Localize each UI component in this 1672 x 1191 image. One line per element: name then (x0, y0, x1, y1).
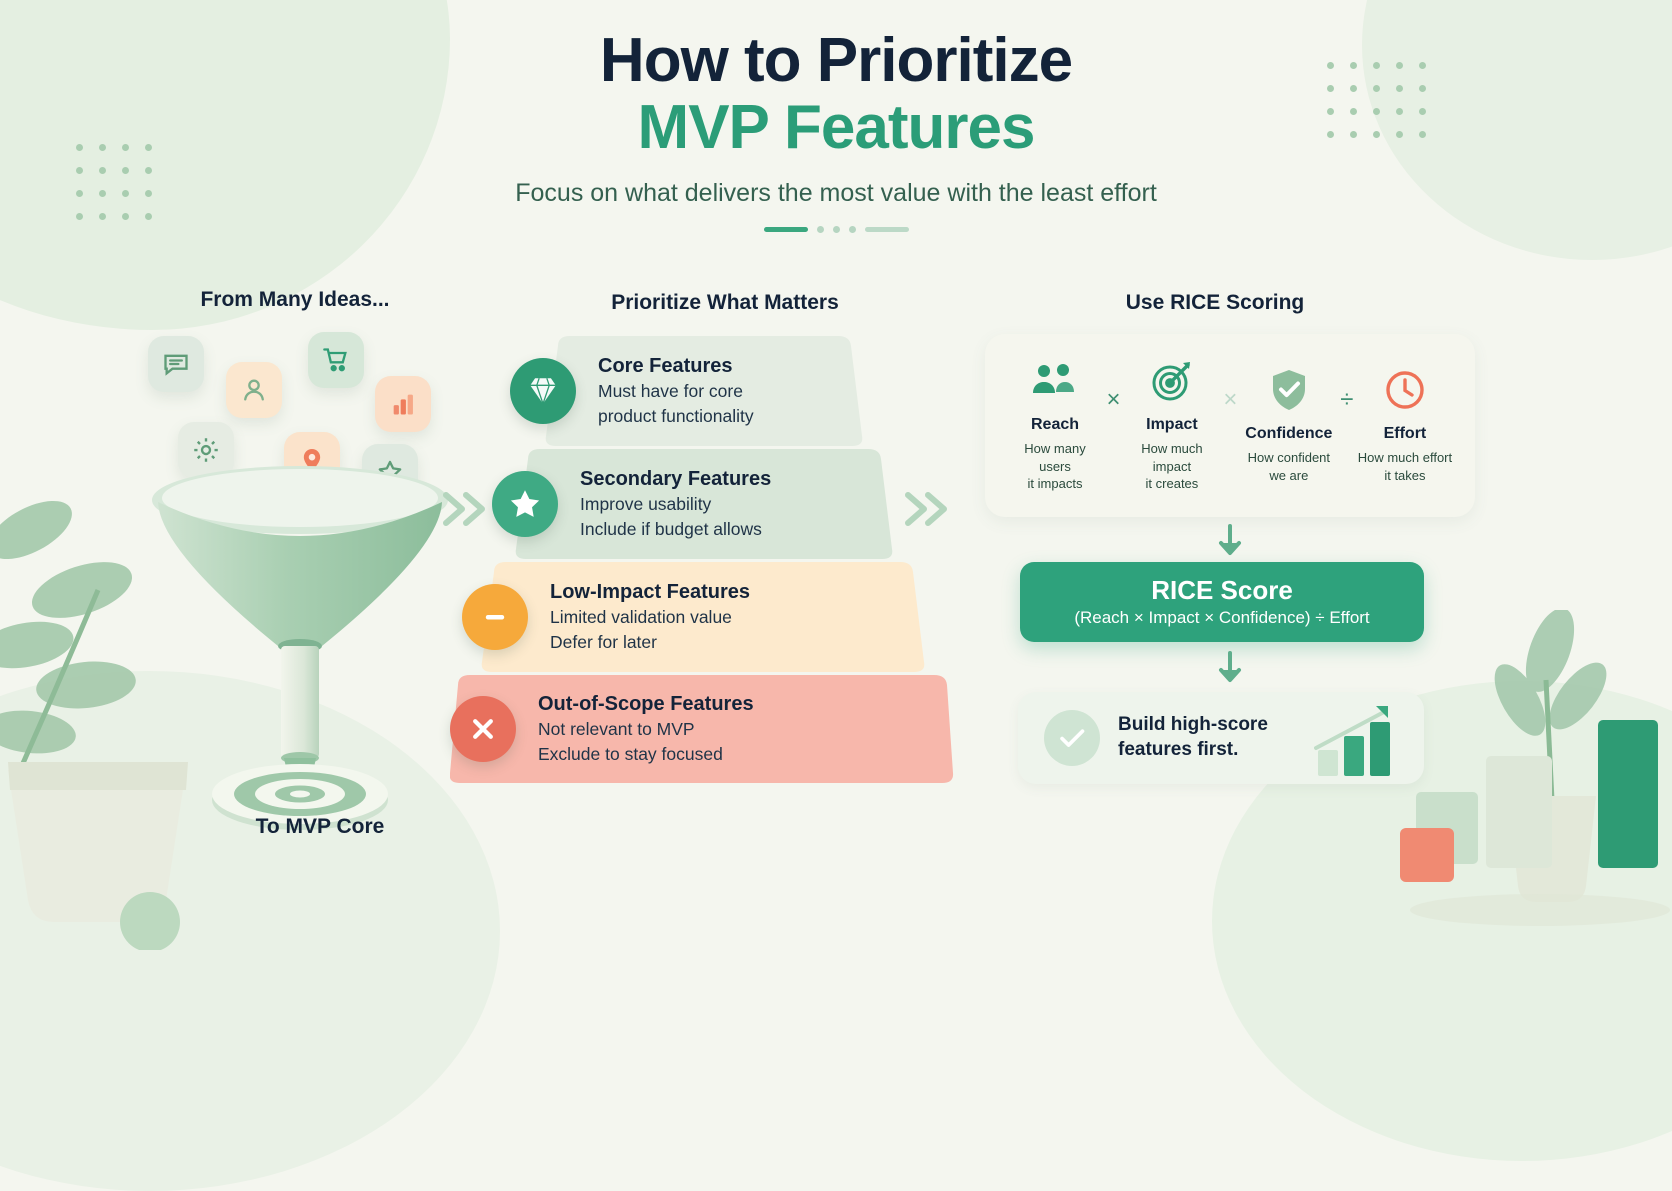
rice-factor-desc-2: it impacts (1027, 476, 1083, 492)
tier-icon-close-x (450, 696, 516, 762)
chevron-arrow-2-icon (905, 492, 947, 526)
funnel-illustration-group: To MVP Core (120, 320, 480, 840)
rice-operator-multiply-2: × (1223, 385, 1238, 413)
rice-score-formula: (Reach × Impact × Confidence) ÷ Effort (1074, 607, 1370, 627)
page-title-line-2: MVP Features (637, 93, 1036, 163)
build-result-card: Build high-score features first. (1018, 692, 1424, 784)
tier-line: product functionality (598, 405, 754, 426)
rice-factor-name: Effort (1383, 424, 1427, 442)
dot-grid-decoration-right (1327, 62, 1426, 138)
section-heading-ideas: From Many Ideas... (200, 288, 390, 311)
tier-title: Low-Impact Features (550, 581, 751, 604)
build-result-text: Build high-score features first. (1118, 713, 1268, 762)
tier-line: Not relevant to MVP (538, 719, 695, 740)
pyramid-tier-core[interactable]: Core Features Must have for core product… (450, 336, 955, 446)
tier-text-low-impact: Low-Impact Features Limited validation v… (550, 580, 750, 653)
header-divider (0, 225, 1672, 233)
pyramid-tier-low-impact[interactable]: Low-Impact Features Limited validation v… (450, 562, 955, 672)
section-heading-prioritize: Prioritize What Matters (611, 291, 839, 314)
shield-check-icon (1241, 367, 1337, 413)
idea-icon-chat-bubble (148, 336, 204, 392)
divider-dot (816, 225, 824, 233)
tier-text-core: Core Features Must have for core product… (598, 354, 754, 427)
tier-line: Must have for core (598, 381, 743, 402)
chevron-arrow-1-icon (443, 492, 485, 526)
rice-factor-name: Confidence (1245, 424, 1333, 442)
divider-bar-left (763, 226, 808, 232)
page-subtitle: Focus on what delivers the most value wi… (515, 178, 1157, 207)
rice-factor-desc-2: it takes (1384, 467, 1426, 483)
flow-arrow-2 (985, 650, 1475, 691)
divider-dot (848, 225, 856, 233)
target-icon (1124, 358, 1220, 404)
idea-icon-gear (178, 422, 234, 478)
funnel-caption: To MVP Core (255, 815, 385, 838)
tier-icon-minus (462, 584, 528, 650)
rice-score-title: RICE Score (1151, 575, 1293, 606)
rice-factor-desc-1: How much impact (1141, 441, 1203, 474)
rice-score-band: RICE Score (Reach × Impact × Confidence)… (1020, 562, 1424, 642)
rice-factor-reach[interactable]: Reach How many users it impacts (1007, 358, 1103, 493)
dot-grid-decoration-left (76, 144, 152, 220)
rice-operator-divide: ÷ (1340, 385, 1354, 413)
rice-factor-desc-2: we are (1269, 467, 1309, 483)
rice-factor-desc-1: How many users (1024, 441, 1086, 474)
tier-text-out-of-scope: Out-of-Scope Features Not relevant to MV… (538, 692, 754, 765)
rice-factor-name: Impact (1146, 416, 1198, 434)
people-icon (1007, 358, 1103, 404)
idea-icon-user (226, 362, 282, 418)
divider-dot (832, 225, 840, 233)
funnel-graphic (152, 466, 448, 830)
pyramid-tier-out-of-scope[interactable]: Out-of-Scope Features Not relevant to MV… (450, 675, 955, 783)
tier-title: Out-of-Scope Features (538, 693, 754, 716)
tier-text-secondary: Secondary Features Improve usability Inc… (580, 467, 771, 540)
plant-decoration-left (0, 500, 188, 950)
tier-icon-star (492, 471, 558, 537)
section-heading-rice: Use RICE Scoring (1125, 291, 1305, 314)
growth-chart-icon (1314, 706, 1390, 776)
tier-line: Include if budget allows (580, 518, 762, 539)
pyramid-chart: Core Features Must have for core product… (450, 336, 955, 783)
build-result-line-2: features first. (1118, 739, 1239, 760)
rice-factor-name: Reach (1030, 416, 1080, 434)
flow-arrow-1 (985, 523, 1475, 564)
pyramid-tier-secondary[interactable]: Secondary Features Improve usability Inc… (450, 449, 955, 559)
rice-factor-desc-2: it creates (1145, 476, 1199, 492)
rice-factor-effort[interactable]: Effort How much effort it takes (1357, 367, 1453, 484)
page-title-line-1: How to Prioritize (599, 26, 1073, 95)
rice-factor-confidence[interactable]: Confidence How confident we are (1241, 367, 1337, 484)
tier-line: Exclude to stay focused (538, 743, 723, 764)
tier-title: Secondary Features (580, 468, 772, 491)
divider-bar-right (864, 226, 909, 232)
rice-operator-multiply-1: × (1106, 385, 1121, 413)
tier-line: Improve usability (580, 494, 712, 515)
rice-factor-desc-1: How much effort (1357, 449, 1453, 465)
build-result-line-1: Build high-score (1118, 714, 1268, 736)
tier-title: Core Features (598, 355, 733, 378)
tier-line: Limited validation value (550, 607, 732, 628)
plant-blocks-decoration-right (1400, 610, 1670, 926)
check-circle-icon (1044, 710, 1100, 766)
rice-factors-card: Reach How many users it impacts × Impact… (985, 334, 1475, 517)
idea-icon-shopping-cart (308, 332, 364, 388)
idea-icon-bar-chart (375, 376, 431, 432)
rice-factor-desc-1: How confident (1247, 449, 1331, 465)
tier-line: Defer for later (550, 631, 657, 652)
rice-factor-impact[interactable]: Impact How much impact it creates (1124, 358, 1220, 493)
tier-icon-diamond (510, 358, 576, 424)
header-block: How to Prioritize MVP Features Focus on … (0, 28, 1672, 233)
clock-icon (1357, 367, 1453, 413)
